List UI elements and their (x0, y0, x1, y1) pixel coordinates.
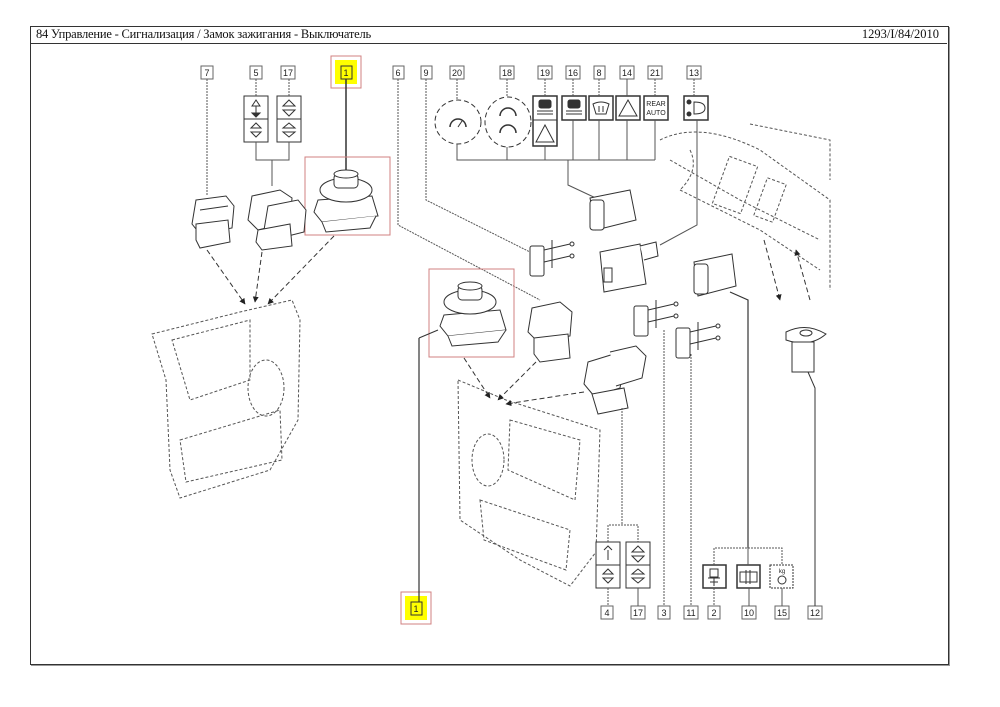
selection-box-middle (428, 268, 515, 358)
callout-16[interactable]: 16 (565, 65, 581, 80)
assembly-arrows (206, 235, 811, 407)
leader-lines-top (206, 79, 698, 301)
callout-1-highlighted[interactable]: 1 (330, 55, 362, 89)
selection-box-top (304, 156, 391, 236)
diagram-header: 84 Управление - Сигнализация / Замок заж… (30, 26, 947, 44)
svg-text:5: 5 (253, 68, 258, 78)
svg-text:REAR: REAR (646, 101, 665, 108)
ignition-switch-top-part (313, 169, 379, 233)
svg-text:6: 6 (395, 68, 400, 78)
svg-text:19: 19 (540, 68, 550, 78)
document-reference: 1293/I/84/2010 (861, 27, 939, 41)
callout-6[interactable]: 6 (392, 65, 405, 80)
svg-text:1: 1 (343, 68, 348, 78)
switch-9-part (529, 240, 575, 277)
seat-heater-icon (702, 564, 727, 589)
callout-17[interactable]: 17 (280, 65, 296, 80)
leader-lines-bottom (418, 291, 816, 606)
callout-3[interactable]: 3 (657, 605, 671, 620)
svg-text:11: 11 (686, 608, 695, 618)
callout-7[interactable]: 7 (200, 65, 214, 80)
svg-text:17: 17 (633, 608, 643, 618)
load-sensor-icon: kg (769, 564, 794, 589)
callout-bottom-1-highlighted[interactable]: 1 (400, 591, 432, 625)
switch-2-10-15-part (693, 253, 737, 297)
windscreen-wiper-icon (588, 95, 614, 121)
speedometer-dual-icon (484, 96, 532, 148)
svg-text:7: 7 (204, 68, 209, 78)
warning-triangle-icon (615, 95, 641, 121)
svg-text:14: 14 (622, 68, 632, 78)
ignition-switch-middle-part (439, 281, 507, 347)
window-switch-6-part (527, 301, 573, 363)
callout-15[interactable]: 15 (774, 605, 790, 620)
callout-10[interactable]: 10 (741, 605, 757, 620)
connector-18-19-part (589, 189, 637, 231)
anti-collision-icon (532, 95, 558, 147)
rear-defrost-icon (736, 564, 761, 589)
door-panel-right (457, 379, 601, 587)
svg-text:13: 13 (689, 68, 699, 78)
door-panel-left (151, 299, 301, 499)
ignition-switch-12-part (785, 327, 827, 373)
svg-text:9: 9 (423, 68, 428, 78)
dashboard-outline (659, 123, 831, 290)
callout-5[interactable]: 5 (249, 65, 263, 80)
page-title: 84 Управление - Сигнализация / Замок заж… (36, 27, 372, 41)
callout-21[interactable]: 21 (647, 65, 663, 80)
callout-bottom-17[interactable]: 17 (630, 605, 646, 620)
callout-4[interactable]: 4 (600, 605, 614, 620)
svg-text:AUTO: AUTO (646, 110, 666, 117)
callout-20[interactable]: 20 (449, 65, 465, 80)
svg-text:15: 15 (777, 608, 787, 618)
switch-3-part (633, 300, 679, 337)
window-switch-7-part (191, 195, 235, 249)
callout-2[interactable]: 2 (707, 605, 721, 620)
svg-text:16: 16 (568, 68, 578, 78)
callout-11[interactable]: 11 (683, 605, 699, 620)
callout-14[interactable]: 14 (619, 65, 635, 80)
control-unit-13-part (599, 241, 659, 293)
callout-9[interactable]: 9 (420, 65, 433, 80)
svg-text:8: 8 (596, 68, 601, 78)
window-switch-5-17-part (247, 189, 307, 251)
svg-text:17: 17 (283, 68, 293, 78)
window-switch-icon (276, 95, 302, 143)
callout-18[interactable]: 18 (499, 65, 515, 80)
svg-text:4: 4 (604, 608, 609, 618)
switch-11-part (675, 322, 721, 359)
window-switch-icon-bottom (625, 541, 651, 589)
svg-text:18: 18 (502, 68, 512, 78)
callout-8[interactable]: 8 (593, 65, 606, 80)
window-switch-4-17-part (583, 345, 647, 415)
lane-warning-icon (561, 95, 587, 121)
svg-text:10: 10 (744, 608, 754, 618)
window-switch-up-down-icon (243, 95, 269, 143)
svg-text:kg: kg (779, 569, 785, 575)
speedometer-icon (434, 99, 482, 145)
svg-text:2: 2 (711, 608, 716, 618)
svg-text:1: 1 (413, 604, 418, 614)
headlamp-icon (683, 95, 709, 121)
callout-12[interactable]: 12 (807, 605, 823, 620)
diagram-frame (30, 26, 949, 665)
window-switch-up-down-icon-bottom (595, 541, 621, 589)
svg-text:21: 21 (650, 68, 660, 78)
callout-19[interactable]: 19 (537, 65, 553, 80)
svg-text:20: 20 (452, 68, 462, 78)
svg-text:12: 12 (810, 608, 820, 618)
callout-13[interactable]: 13 (686, 65, 702, 80)
svg-text:3: 3 (661, 608, 666, 618)
rear-auto-icon: REAR AUTO (643, 95, 669, 121)
